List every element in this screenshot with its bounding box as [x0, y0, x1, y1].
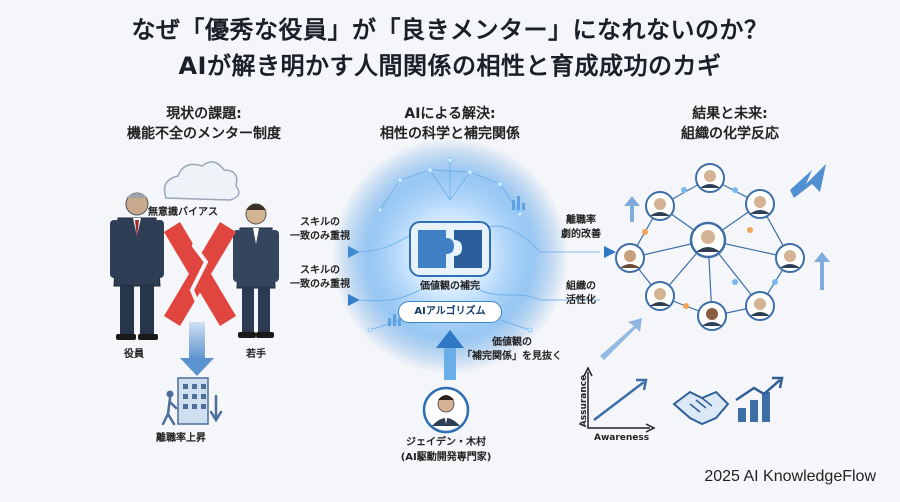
see-through-line2: 「補完関係」を見抜く — [462, 351, 562, 362]
footer-credit: 2025 AI KnowledgeFlow — [704, 468, 876, 485]
org-people — [615, 163, 805, 331]
section-problem-line1: 現状の課題: — [166, 106, 242, 122]
young-employee-figure — [233, 203, 279, 338]
title-line1: なぜ「優秀な役員」が「良きメンター」になれないのか？ — [131, 16, 769, 44]
section-solution-line2: 相性の科学と補完関係 — [380, 126, 520, 142]
person-6 — [775, 243, 805, 273]
title-line2: AIが解き明かす人間関係の相性と育成成功のカギ — [178, 52, 722, 80]
value-complement-label: 価値観の補完 — [420, 281, 480, 292]
skill-label-top: スキルの 一致のみ重視 — [288, 216, 352, 244]
growth-arrows — [600, 164, 830, 360]
turnover-improve-line2: 劇的改善 — [561, 229, 601, 240]
expert-title: (AI駆動開発専門家) — [400, 452, 492, 463]
person-3 — [745, 189, 775, 219]
skill-label-top-line2: 一致のみ重視 — [290, 231, 350, 242]
puzzle-icon — [409, 221, 491, 277]
activate-line1: 組織の — [566, 281, 596, 292]
person-1 — [695, 163, 725, 193]
ai-algorithm-badge: AIアルゴリズム — [398, 301, 502, 323]
executive-label: 役員 — [124, 349, 144, 360]
section-solution-heading: AIによる解決: 相性の科学と補完関係 — [340, 104, 560, 144]
building-icon — [161, 377, 223, 426]
org-network-dots — [642, 187, 778, 309]
expert-name: ジェイデン・木村 — [406, 437, 486, 448]
person-5 — [689, 221, 727, 259]
skill-label-bottom-line1: スキルの — [300, 265, 340, 276]
see-through-label: 価値観の 「補完関係」を見抜く — [462, 336, 562, 364]
young-label: 若手 — [246, 349, 266, 360]
cloud-icon — [163, 161, 240, 201]
activate-line2: 活性化 — [566, 295, 596, 306]
bias-label: 無意識バイアス — [148, 207, 218, 218]
executive-figure — [110, 192, 164, 340]
expert-avatar — [422, 386, 470, 434]
axis-x-label: Awareness — [594, 433, 650, 443]
section-solution-line1: AIによる解決: — [404, 106, 496, 122]
result-arrow-top — [540, 246, 616, 258]
person-9 — [745, 291, 775, 321]
activate-label: 組織の 活性化 — [556, 280, 606, 308]
person-8 — [697, 301, 727, 331]
section-result-line1: 結果と未来: — [692, 106, 768, 122]
insight-arrow — [436, 330, 464, 380]
skill-label-bottom: スキルの 一致のみ重視 — [288, 264, 352, 292]
turnover-improve-line1: 離職率 — [566, 215, 596, 226]
data-bars-icon — [388, 196, 525, 326]
section-problem-line2: 機能不全のメンター制度 — [127, 126, 281, 142]
section-result-heading: 結果と未来: 組織の化学反応 — [620, 104, 840, 144]
turnover-up-label: 離職率上昇 — [156, 433, 206, 444]
ai-network-nodes — [367, 157, 533, 333]
page-title: なぜ「優秀な役員」が「良きメンター」になれないのか？ AIが解き明かす人間関係の… — [0, 12, 900, 84]
assurance-awareness-chart — [583, 366, 656, 433]
person-2 — [645, 191, 675, 221]
growth-chart-icon — [735, 376, 784, 422]
section-problem-heading: 現状の課題: 機能不全のメンター制度 — [94, 104, 314, 144]
person-4 — [615, 243, 645, 273]
skill-label-bottom-line2: 一致のみ重視 — [290, 279, 350, 290]
axis-y-label: Assurance — [579, 374, 590, 428]
turnover-improve-label: 離職率 劇的改善 — [556, 214, 606, 242]
see-through-line1: 価値観の — [492, 337, 532, 348]
section-result-line2: 組織の化学反応 — [681, 126, 779, 142]
mismatch-cross-icon — [164, 217, 236, 326]
person-7 — [645, 281, 675, 311]
down-arrow-icon — [180, 322, 214, 376]
handshake-icon — [672, 390, 730, 426]
skill-label-top-line1: スキルの — [300, 217, 340, 228]
